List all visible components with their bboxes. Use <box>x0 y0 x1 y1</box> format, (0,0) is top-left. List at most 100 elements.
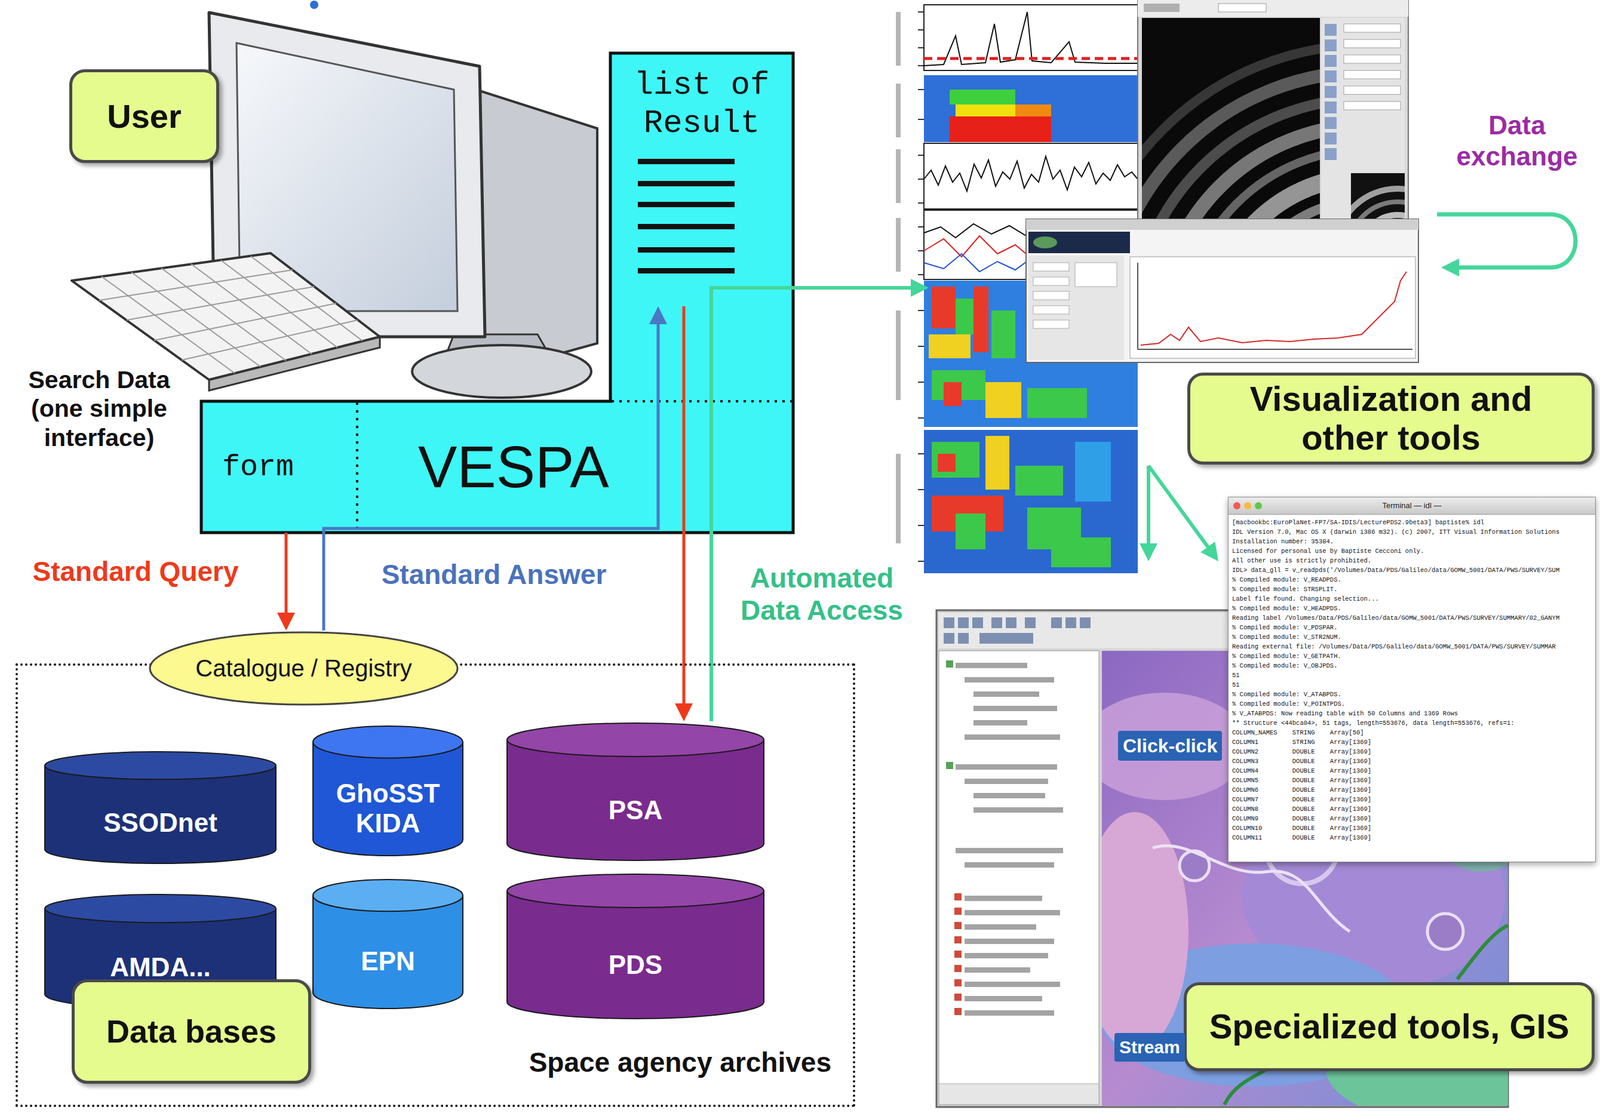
gis-screenshot <box>954 1008 962 1016</box>
gis-screenshot <box>955 764 1058 770</box>
terminal-line: COLUMN3 DOUBLE Array[1369] <box>1232 756 1592 767</box>
gis-screenshot <box>1101 692 1249 801</box>
terminal-line: 51 <box>1232 680 1592 690</box>
terminal-line: % Compiled module: V_HEADPDS. <box>1232 603 1592 614</box>
gis-screenshot <box>973 807 1064 813</box>
plot-stack-screenshot <box>895 11 901 66</box>
gis-screenshot <box>964 924 1037 930</box>
gis-screenshot <box>972 617 984 629</box>
terminal-line: COLUMN_NAMES STRING Array[50] <box>1232 728 1592 738</box>
spectrum-tool-screenshot <box>1033 236 1058 249</box>
plot-stack-screenshot <box>937 453 956 472</box>
gis-screenshot <box>954 950 962 958</box>
result-divider <box>611 400 792 403</box>
plot-stack-screenshot <box>991 310 1016 359</box>
plot-stack-screenshot <box>895 310 901 401</box>
image-viewer-screenshot <box>1143 3 1180 12</box>
node-text: list of Result <box>622 66 782 143</box>
plot-stack-screenshot <box>928 334 971 359</box>
terminal-line: % Compiled module: V_READPDS. <box>1232 575 1592 585</box>
spectrum-tool-screenshot <box>1140 271 1407 346</box>
terminal-line: All other use is strictly prohibited. <box>1232 556 1592 566</box>
gis-screenshot <box>973 691 1040 697</box>
tool-label-box: Specialized tools, GIS <box>1183 982 1595 1072</box>
flow-arrow <box>711 287 915 722</box>
plot-stack-screenshot <box>1075 441 1111 502</box>
spectrum-tool-screenshot <box>1033 262 1070 272</box>
gis-screenshot <box>946 762 954 770</box>
image-viewer-screenshot <box>1343 39 1401 48</box>
spectrum-tool-screenshot <box>1137 262 1413 350</box>
terminal-line: COLUMN9 DOUBLE Array[1369] <box>1232 814 1592 824</box>
node-text: VESPA <box>418 433 610 502</box>
gis-screenshot <box>1427 913 1464 950</box>
flow-arrow <box>323 320 659 631</box>
terminal-line: COLUMN5 DOUBLE Array[1369] <box>1232 775 1592 786</box>
spectrum-tool-screenshot <box>1129 256 1416 359</box>
image-viewer-screenshot <box>1141 71 1320 239</box>
gis-screenshot <box>955 662 1028 669</box>
data-exchange-loop <box>1436 214 1576 268</box>
plot-stack-screenshot <box>1051 537 1111 568</box>
user-box: User <box>69 69 220 164</box>
cylinder-body <box>44 765 276 864</box>
registry-ellipse: Catalogue / Registry <box>148 630 460 707</box>
plot-stack-screenshot <box>931 286 956 329</box>
image-viewer-screenshot <box>1324 23 1337 36</box>
plot-stack-screenshot <box>955 298 974 335</box>
terminal-line: IDL> data_gll = v_readpds('/Volumes/Data… <box>1232 565 1592 576</box>
plot-stack-screenshot <box>1015 465 1064 496</box>
gis-screenshot <box>954 907 962 915</box>
cylinder-body <box>507 739 764 861</box>
terminal-line: Licensed for personal use by Baptiste Ce… <box>1232 546 1592 557</box>
terminal-line: % Compiled module: STRSPLIT. <box>1232 584 1592 595</box>
window-button <box>1233 502 1241 510</box>
gis-screenshot <box>957 633 969 644</box>
plot-stack-screenshot <box>923 11 1138 66</box>
image-viewer-screenshot <box>1141 44 1320 239</box>
spectrum-tool-screenshot <box>1028 231 1130 254</box>
node-text: EPN <box>360 946 415 978</box>
node-text: Space agency archives <box>529 1046 832 1079</box>
image-viewer-screenshot <box>1343 23 1401 110</box>
spectrum-tool-screenshot <box>1033 277 1070 286</box>
gis-screenshot <box>964 862 1055 868</box>
node-text: Catalogue / Registry <box>195 655 412 683</box>
image-viewer-screenshot <box>1137 0 1409 17</box>
status-dot <box>309 0 319 9</box>
form-divider <box>355 402 359 532</box>
user-computer <box>71 0 598 398</box>
spectrum-tool-screenshot <box>1033 262 1117 329</box>
data-exchange-loop <box>1436 214 1576 268</box>
gis-screenshot <box>964 996 1043 1002</box>
plot-stack-screenshot <box>891 0 1138 577</box>
gis-screenshot <box>954 965 962 973</box>
cylinder-shape <box>43 750 278 866</box>
image-viewer-screenshot <box>1321 17 1405 239</box>
gis-screenshot <box>979 633 1034 644</box>
gis-screenshot <box>973 705 1058 712</box>
terminal-line: COLUMN2 DOUBLE Array[1369] <box>1232 747 1592 757</box>
map-tag: Stream <box>1114 1033 1185 1062</box>
terminal-line: ** Structure <44bca04>, 51 tags, length=… <box>1232 718 1592 729</box>
gis-screenshot <box>1051 617 1062 629</box>
terminal-line: Reading external file: /Volumes/Data/PDS… <box>1232 642 1592 652</box>
flow-arrow <box>1146 465 1151 548</box>
plot-stack-screenshot <box>923 75 1138 143</box>
cylinder-top <box>507 874 764 908</box>
plot-stack-screenshot <box>973 286 989 353</box>
cylinder-body <box>507 891 764 1019</box>
gis-screenshot <box>1065 617 1077 629</box>
cylinder-body <box>312 742 463 856</box>
gis-screenshot <box>964 677 1055 683</box>
tools-zone: Visualization and other tools <box>928 2 1596 466</box>
spectrum-tool-screenshot <box>1033 320 1070 329</box>
plot-stack-screenshot <box>895 149 901 204</box>
cylinder-top <box>312 879 463 912</box>
result-list-icon <box>637 247 735 253</box>
terminal-line: COLUMN8 DOUBLE Array[1369] <box>1232 804 1592 815</box>
database-cylinder: SSODnet <box>43 750 278 866</box>
cylinder-shape <box>505 721 766 863</box>
node-text: PSA <box>608 795 663 826</box>
